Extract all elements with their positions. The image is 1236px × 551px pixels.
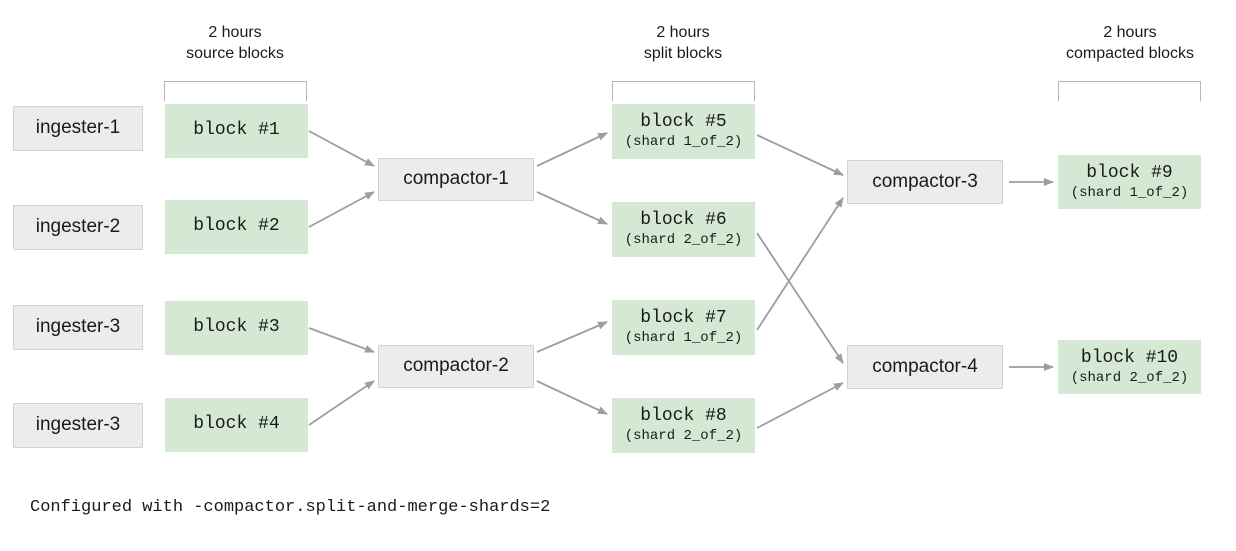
ingester-2-node[interactable]: ingester-2 xyxy=(13,205,143,250)
compactor-3-label: compactor-3 xyxy=(872,170,978,192)
bracket-split-blocks xyxy=(612,81,755,101)
compactor-2-label: compactor-2 xyxy=(403,355,509,377)
edge-compactor2-to-block8 xyxy=(536,380,608,415)
split-block-6[interactable]: block #6 (shard 2_of_2) xyxy=(612,202,755,257)
split-block-7[interactable]: block #7 (shard 1_of_2) xyxy=(612,300,755,355)
edge-block6-to-compactor4 xyxy=(756,232,844,364)
split-block-8-shard: (shard 2_of_2) xyxy=(624,428,743,445)
compactor-4-node[interactable]: compactor-4 xyxy=(847,345,1003,389)
compacted-block-10-shard: (shard 2_of_2) xyxy=(1070,369,1189,386)
compactor-4-label: compactor-4 xyxy=(872,355,978,377)
compactor-1-label: compactor-1 xyxy=(403,168,509,190)
compacted-block-10[interactable]: block #10 (shard 2_of_2) xyxy=(1058,340,1201,394)
split-block-5-shard: (shard 1_of_2) xyxy=(624,134,743,151)
column-header-split-line1: 2 hours xyxy=(656,24,710,41)
column-header-source-line2: source blocks xyxy=(186,45,284,63)
source-block-4[interactable]: block #4 xyxy=(165,398,308,452)
split-block-7-shard: (shard 1_of_2) xyxy=(624,330,743,347)
source-block-3-title: block #3 xyxy=(193,317,280,338)
edge-block8-to-compactor4 xyxy=(756,382,844,429)
compactor-2-node[interactable]: compactor-2 xyxy=(378,345,534,388)
compactor-1-node[interactable]: compactor-1 xyxy=(378,158,534,201)
split-block-5[interactable]: block #5 (shard 1_of_2) xyxy=(612,104,755,159)
ingester-4-label: ingester-3 xyxy=(35,414,121,436)
edge-compactor1-to-block6 xyxy=(536,191,608,225)
edge-block4-to-compactor2 xyxy=(308,380,375,426)
compacted-block-9-shard: (shard 1_of_2) xyxy=(1070,184,1189,201)
edge-block1-to-compactor1 xyxy=(308,130,375,167)
column-header-split: 2 hours split blocks xyxy=(603,22,763,64)
column-header-source: 2 hours source blocks xyxy=(155,22,315,64)
ingester-1-label: ingester-1 xyxy=(35,117,121,139)
edge-block3-to-compactor2 xyxy=(308,327,375,353)
footnote-config: Configured with -compactor.split-and-mer… xyxy=(30,498,551,517)
split-block-8-title: block #8 xyxy=(640,406,727,427)
column-header-split-line2: split blocks xyxy=(643,45,723,63)
ingester-3-label: ingester-3 xyxy=(35,316,121,338)
edge-block7-to-compactor3 xyxy=(756,197,844,331)
compacted-block-10-title: block #10 xyxy=(1080,347,1179,368)
compacted-block-9-title: block #9 xyxy=(1086,162,1173,183)
bracket-source-blocks xyxy=(164,81,307,101)
split-block-6-shard: (shard 2_of_2) xyxy=(624,232,743,249)
column-header-compacted: 2 hours compacted blocks xyxy=(1050,22,1210,64)
edge-compactor1-to-block5 xyxy=(536,132,608,167)
split-block-5-title: block #5 xyxy=(640,112,727,133)
source-block-2[interactable]: block #2 xyxy=(165,200,308,254)
split-block-8[interactable]: block #8 (shard 2_of_2) xyxy=(612,398,755,453)
column-header-compacted-line1: 2 hours xyxy=(1103,24,1157,41)
edge-block5-to-compactor3 xyxy=(756,134,844,176)
ingester-3-node[interactable]: ingester-3 xyxy=(13,305,143,350)
compacted-block-9[interactable]: block #9 (shard 1_of_2) xyxy=(1058,155,1201,209)
compactor-3-node[interactable]: compactor-3 xyxy=(847,160,1003,204)
ingester-2-label: ingester-2 xyxy=(35,216,121,238)
source-block-4-title: block #4 xyxy=(193,414,280,435)
split-block-7-title: block #7 xyxy=(640,308,727,329)
split-block-6-title: block #6 xyxy=(640,210,727,231)
bracket-compacted-blocks xyxy=(1058,81,1201,101)
source-block-3[interactable]: block #3 xyxy=(165,301,308,355)
column-header-source-line1: 2 hours xyxy=(208,24,262,41)
source-block-2-title: block #2 xyxy=(193,216,280,237)
ingester-4-node[interactable]: ingester-3 xyxy=(13,403,143,448)
edge-compactor2-to-block7 xyxy=(536,321,608,353)
source-block-1-title: block #1 xyxy=(193,120,280,141)
edge-block2-to-compactor1 xyxy=(308,191,375,228)
source-block-1[interactable]: block #1 xyxy=(165,104,308,158)
ingester-1-node[interactable]: ingester-1 xyxy=(13,106,143,151)
column-header-compacted-line2: compacted blocks xyxy=(1065,45,1195,63)
